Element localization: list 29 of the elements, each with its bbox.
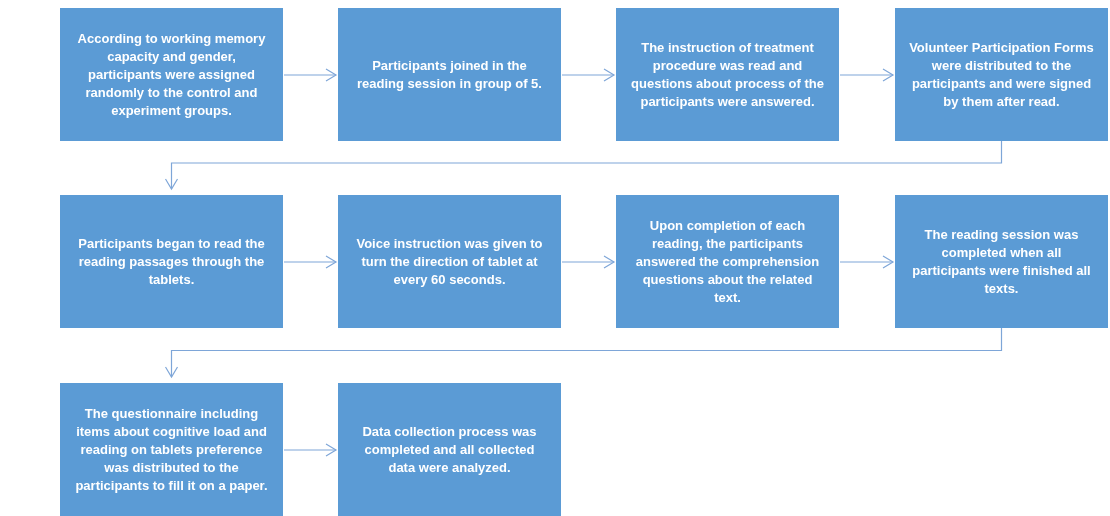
arrow — [839, 255, 894, 269]
step-text: The reading session was completed when all participants were finished all texts. — [911, 225, 1092, 298]
step-text: Voice instruction was given to turn the direction of tablet at every 60 seconds. — [355, 234, 544, 289]
step-text: Participants began to read the reading passages through the tablets. — [77, 234, 266, 289]
arrow — [164, 327, 1003, 378]
process-box — [616, 8, 839, 141]
arrow — [839, 68, 894, 82]
process-box — [60, 383, 283, 516]
arrow — [283, 443, 337, 457]
process-box — [338, 8, 561, 141]
step-text: The instruction of treatment procedure was read and questions about process of the participants were answered. — [630, 38, 825, 111]
step-text: Data collection process was completed and all collected data were analyzed. — [361, 422, 538, 477]
arrow — [283, 255, 337, 269]
process-box — [616, 195, 839, 328]
step-text: Participants joined in the reading session in group of 5. — [356, 56, 543, 93]
process-box — [338, 383, 561, 516]
arrow — [283, 68, 337, 82]
arrow — [561, 68, 615, 82]
process-box — [60, 8, 283, 141]
process-box — [895, 195, 1108, 328]
step-text: Upon completion of each reading, the participants answered the comprehension questions about the related text. — [634, 216, 821, 307]
step-text: The questionnaire including items about cognitive load and reading on tablets preference was distributed to the participants to fill it on a paper. — [74, 404, 269, 495]
step-text: Volunteer Participation Forms were distributed to the participants and were signed by them after read. — [908, 38, 1095, 111]
arrow — [561, 255, 615, 269]
arrow — [164, 140, 1003, 190]
process-box — [895, 8, 1108, 141]
step-text: According to working memory capacity and gender, participants were assigned randomly to the control and experiment groups. — [76, 29, 267, 120]
process-box — [60, 195, 283, 328]
process-box — [338, 195, 561, 328]
